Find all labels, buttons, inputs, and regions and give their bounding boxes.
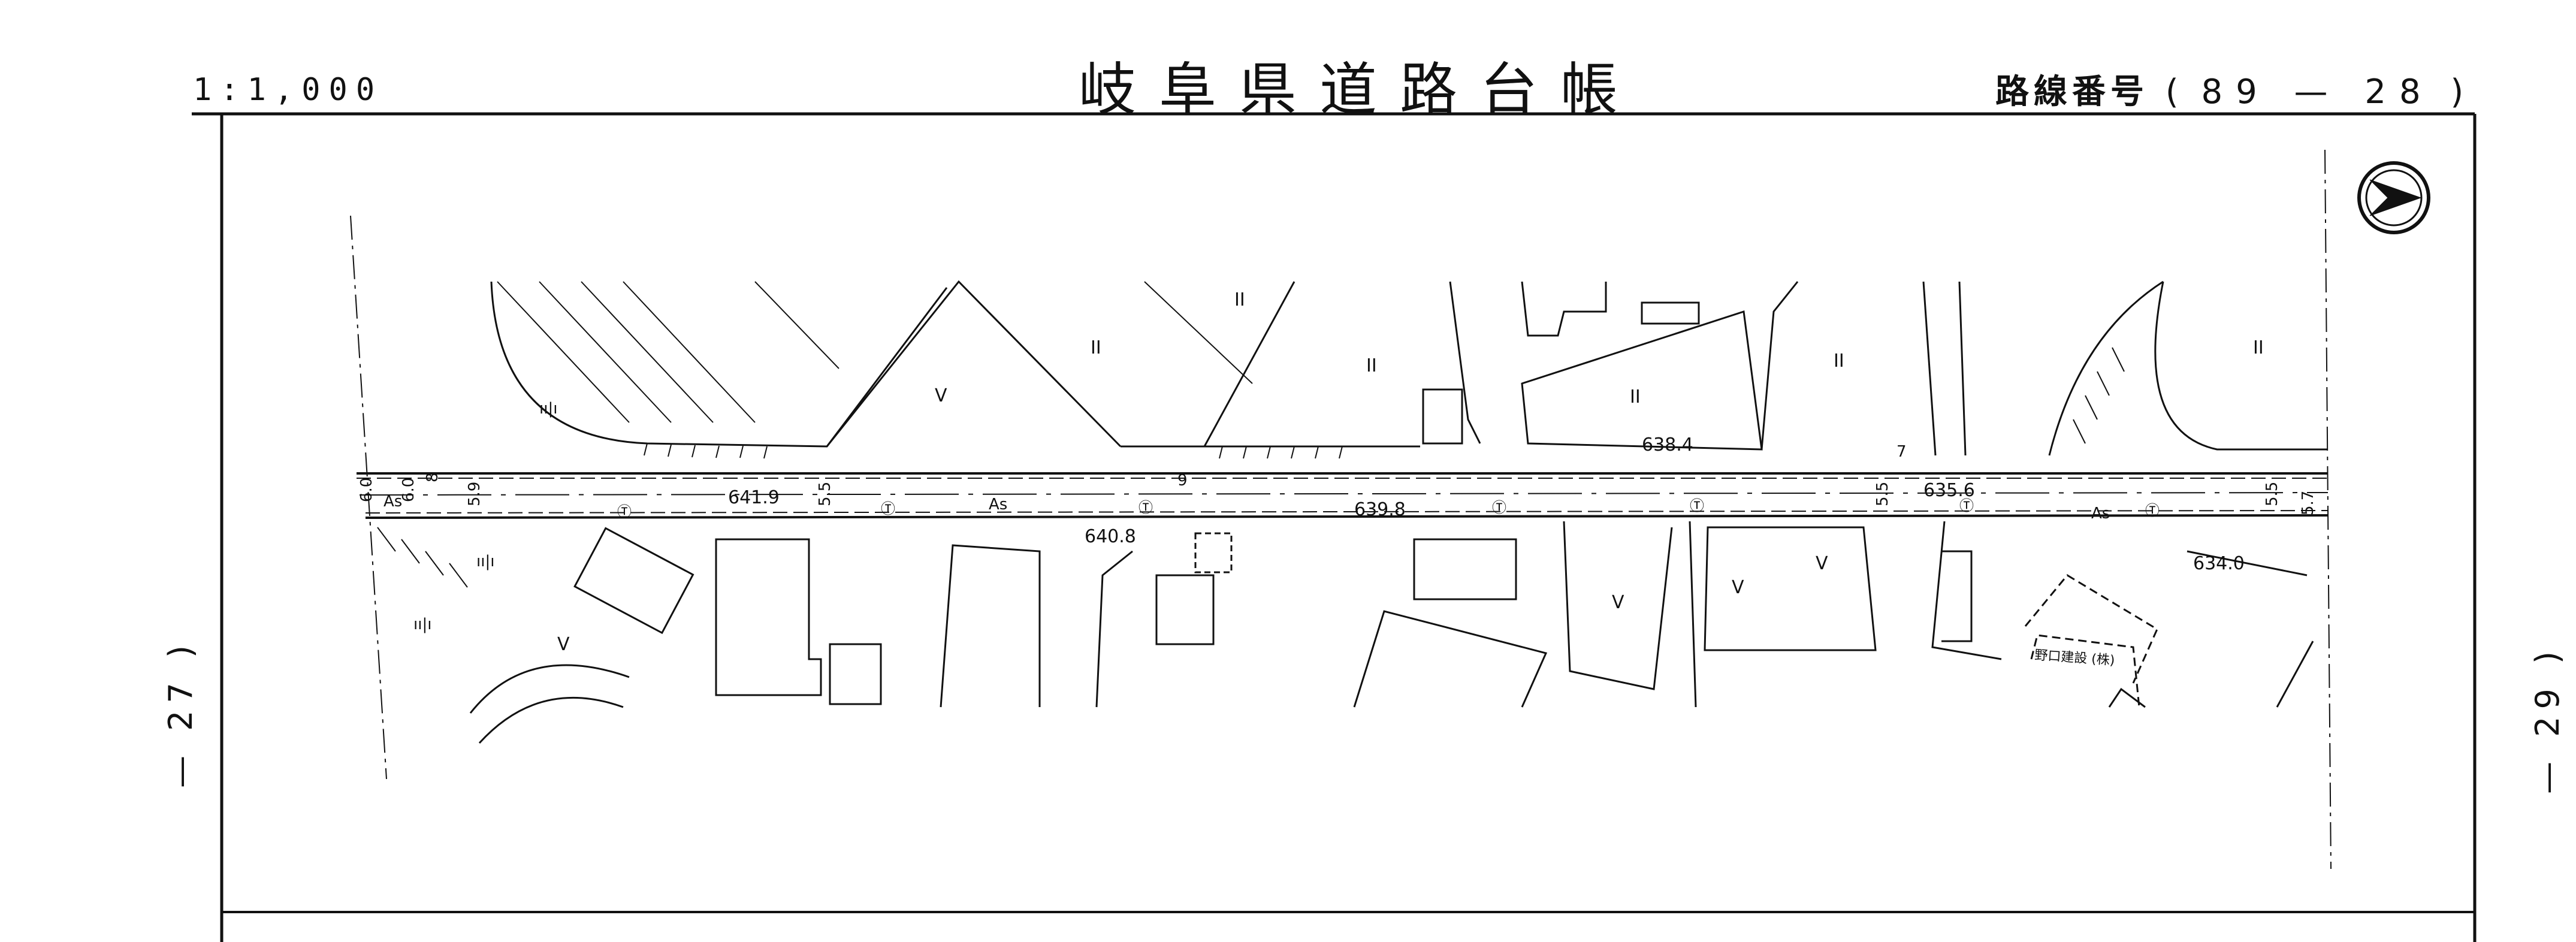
width-label: 6.0	[358, 478, 376, 502]
landuse-paddy: II	[1366, 355, 1377, 376]
pole-symbol: Ⓣ	[1690, 497, 1704, 514]
building-label: 野口建設 (株)	[2034, 648, 2116, 668]
route-number-label: 路線番号	[1995, 73, 2149, 111]
landuse-paddy: II	[1834, 351, 1844, 372]
road-lines	[357, 472, 2329, 519]
map-frame	[192, 112, 2477, 942]
pole-symbol: Ⓣ	[1492, 499, 1506, 516]
landuse-field: V	[1732, 577, 1744, 598]
landuse-field: V	[1612, 592, 1624, 613]
width-label: 5.5	[1874, 482, 1892, 506]
elevation-label: 634.0	[2193, 553, 2245, 574]
surface-label: As	[989, 496, 1007, 514]
width-label: 6.0	[400, 478, 418, 502]
landuse-paddy: II	[2253, 337, 2264, 358]
width-label: 5.5	[2263, 482, 2281, 506]
landuse-field: V	[557, 634, 570, 655]
width-label: 9	[1177, 472, 1188, 490]
elevation-label: 638.4	[1642, 434, 1693, 455]
elevation-label: 639.8	[1354, 499, 1406, 520]
elevation-label: 640.8	[1085, 526, 1136, 547]
landuse-paddy: II	[1234, 289, 1245, 310]
north-parcels	[490, 280, 2328, 456]
landuse-paddy: II	[1630, 387, 1641, 407]
slope-hatching	[377, 347, 2125, 588]
page-title: 岐阜県道路台帳	[1079, 56, 1641, 123]
north-arrow-icon	[2357, 161, 2430, 234]
landuse-wasteland: ıı|ı	[539, 400, 557, 418]
surface-label: As	[2091, 505, 2110, 523]
south-parcels	[469, 521, 2314, 744]
width-label: 5.5	[816, 482, 834, 506]
pole-symbol: Ⓣ	[1138, 499, 1153, 516]
landuse-wasteland: ıı|ı	[413, 615, 431, 633]
surface-label: As	[383, 493, 402, 511]
elevation-label: 635.6	[1923, 480, 1975, 501]
landuse-field: V	[1816, 553, 1828, 574]
route-number-open: (	[2165, 73, 2185, 111]
map-scale: 1:1,000	[193, 72, 383, 108]
route-number-close: )	[2450, 73, 2470, 111]
pole-symbol: Ⓣ	[881, 500, 895, 517]
landuse-paddy: II	[1091, 337, 1101, 358]
route-number: 路線番号 ( 89 — 28 )	[1995, 65, 2469, 113]
landuse-field: V	[935, 385, 947, 406]
width-label: 8	[424, 472, 442, 482]
pole-symbol: Ⓣ	[1959, 497, 1974, 514]
landuse-wasteland: ıı|ı	[476, 552, 494, 570]
pole-symbol: Ⓣ	[617, 503, 632, 520]
width-label: 5.7	[2299, 491, 2317, 515]
width-label: 7	[1896, 443, 1907, 461]
elevation-label: 641.9	[728, 487, 780, 508]
width-label: 5.9	[466, 482, 484, 506]
pole-symbol: Ⓣ	[2145, 502, 2160, 519]
map-annotations: 641.9 640.8 639.8 638.4 635.6 634.0 6.0 …	[358, 289, 2317, 668]
route-number-value: 89 — 28	[2201, 73, 2434, 111]
